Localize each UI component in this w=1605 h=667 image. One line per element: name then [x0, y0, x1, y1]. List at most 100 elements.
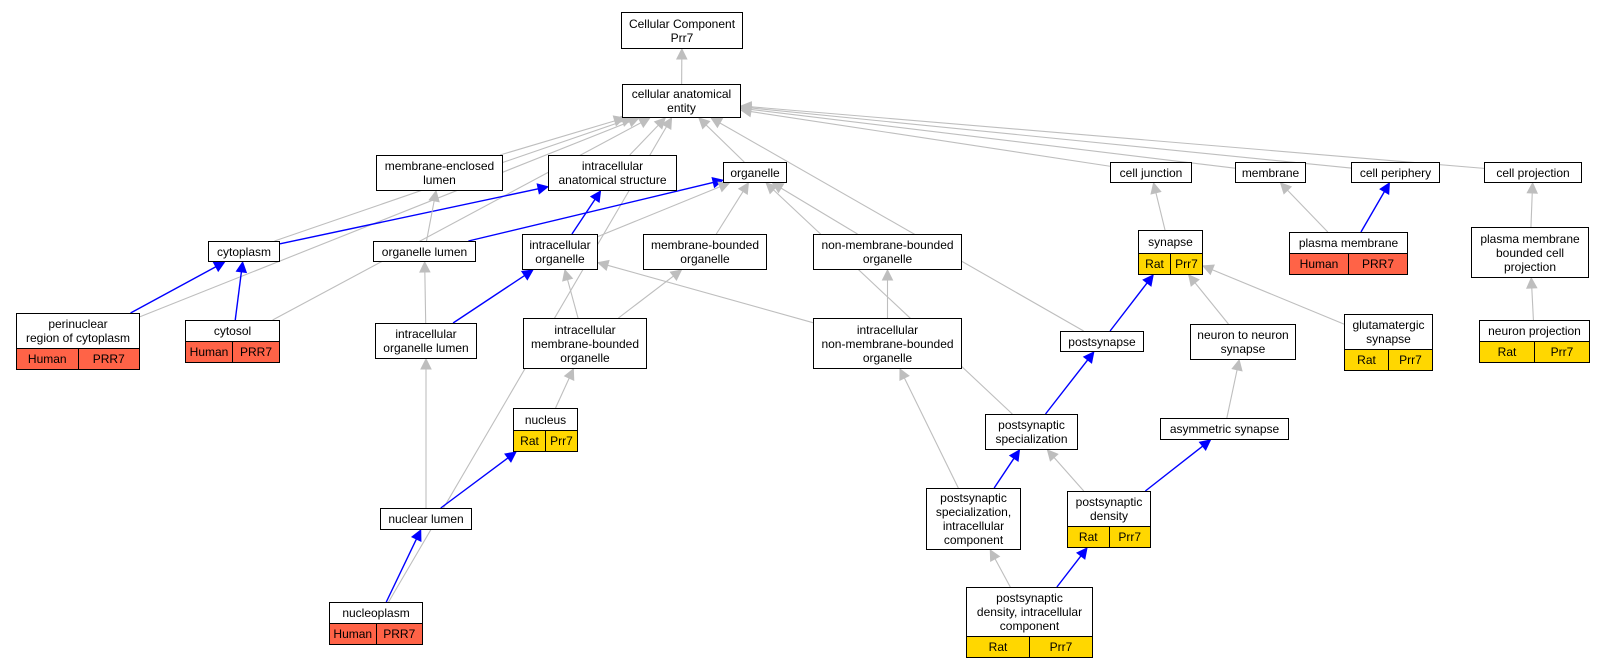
edge-cytosol-to-cyto — [234, 271, 243, 321]
species-label: Rat — [988, 640, 1008, 654]
arrowhead-imbo-to-mbo — [669, 269, 683, 281]
arrowhead-cyto-to-ias — [536, 183, 550, 195]
node-membrane-enclosed-lumen[interactable]: membrane-enclosed lumen — [376, 155, 503, 191]
edge-cj-to-cae — [750, 111, 1111, 167]
node-label: Cellular Component Prr7 — [628, 16, 736, 45]
node-cellular-anatomical-entity[interactable]: cellular anatomical entity — [622, 84, 741, 118]
arrowhead-pmbcp-to-cproj — [1526, 181, 1539, 194]
edge-prc-to-cae — [139, 121, 630, 318]
node-postsynaptic-density-intracellular-component[interactable]: postsynaptic density, intracellular comp… — [966, 587, 1093, 658]
arrowhead-prc-to-cyto — [212, 261, 226, 273]
arrowhead-cae-to-root — [675, 47, 688, 60]
edge-nmbo-to-org — [780, 187, 858, 235]
node-cellular-component[interactable]: Cellular Component Prr7 — [621, 12, 743, 49]
node-label: cell periphery — [1359, 165, 1432, 180]
gene-label: Prr7 — [1534, 342, 1589, 362]
node-plasma-membrane-bounded-cell-projection[interactable]: plasma membrane bounded cell projection — [1471, 227, 1589, 278]
node-intracellular-anatomical-structure[interactable]: intracellular anatomical structure — [548, 155, 677, 191]
edge-olum-to-org — [468, 181, 714, 242]
node-cell-junction[interactable]: cell junction — [1110, 162, 1192, 183]
species-label: Human — [27, 352, 67, 366]
arrowhead-np-to-nl — [410, 528, 422, 542]
edge-gsyn-to-syn — [1212, 269, 1345, 325]
node-intracellular-non-membrane-bounded-organelle[interactable]: intracellular non-membrane-bounded organ… — [813, 318, 962, 369]
species-label: Rat — [1145, 257, 1164, 271]
node-postsynapse[interactable]: postsynapse — [1060, 331, 1144, 352]
arrowhead-nl-to-iol — [420, 357, 432, 370]
edge-psyn-to-cae — [719, 122, 1084, 332]
node-perinuclear-region-of-cytoplasm[interactable]: perinuclear region of cytoplasm Human PRR… — [16, 313, 140, 370]
node-label: synapse — [1148, 235, 1193, 249]
edge-cyto-to-ias — [279, 188, 539, 245]
node-neuron-to-neuron-synapse[interactable]: neuron to neuron synapse — [1190, 324, 1296, 360]
species-label: Human — [333, 627, 373, 641]
node-membrane[interactable]: membrane — [1235, 162, 1306, 183]
node-nuclear-lumen[interactable]: nuclear lumen — [380, 508, 472, 530]
node-cell-periphery[interactable]: cell periphery — [1351, 162, 1440, 183]
edge-cytosol-to-cae — [272, 122, 642, 321]
node-label: neuron projection — [1488, 324, 1581, 338]
edge-iorg-to-ias — [571, 198, 596, 235]
node-membrane-bounded-organelle[interactable]: membrane-bounded organelle — [643, 234, 767, 270]
node-postsynaptic-specialization-intracellular-component[interactable]: postsynaptic specialization, intracellul… — [926, 488, 1021, 550]
node-cell-projection[interactable]: cell projection — [1484, 162, 1582, 183]
gene-label: PRR7 — [1348, 254, 1407, 274]
arrowhead-iorg-to-org — [717, 181, 731, 193]
gene-label: PRR7 — [77, 349, 140, 369]
node-asymmetric-synapse[interactable]: asymmetric synapse — [1160, 418, 1289, 440]
node-intracellular-membrane-bounded-organelle[interactable]: intracellular membrane-bounded organelle — [523, 318, 647, 369]
node-label: cell junction — [1119, 165, 1183, 180]
edge-olum-to-mel — [425, 200, 435, 242]
node-non-membrane-bounded-organelle[interactable]: non-membrane-bounded organelle — [813, 234, 962, 270]
node-organelle[interactable]: organelle — [723, 162, 787, 183]
node-organelle-lumen[interactable]: organelle lumen — [373, 241, 476, 262]
node-cytoplasm[interactable]: cytoplasm — [208, 241, 280, 262]
arrowhead-cproj-to-cae — [739, 101, 752, 113]
edge-pss-to-psyn — [1044, 359, 1089, 415]
node-label: plasma membrane — [1298, 236, 1399, 250]
edge-iorg-to-org — [597, 186, 721, 238]
node-intracellular-organelle-lumen[interactable]: intracellular organelle lumen — [375, 323, 477, 359]
gene-label: PRR7 — [232, 342, 279, 362]
edge-psd-to-pss — [1053, 457, 1085, 492]
edge-mbo-to-org — [715, 191, 744, 235]
edge-psyn-to-syn — [1109, 282, 1148, 332]
node-label: postsynaptic specialization — [995, 418, 1068, 446]
node-label: intracellular anatomical structure — [558, 159, 667, 187]
gene-label: Prr7 — [1108, 527, 1151, 547]
edge-imbo-to-iorg — [567, 279, 579, 319]
species-label: Rat — [1078, 530, 1098, 544]
arrowhead-psyn-to-cae — [710, 117, 724, 129]
node-postsynaptic-specialization[interactable]: postsynaptic specialization — [985, 414, 1078, 450]
gene-label: Prr7 — [545, 431, 577, 451]
node-postsynaptic-density[interactable]: postsynaptic density Rat Prr7 — [1067, 491, 1151, 548]
node-label: plasma membrane bounded cell projection — [1480, 231, 1580, 274]
edge-psd-to-asyn — [1144, 445, 1204, 492]
node-label: perinuclear region of cytoplasm — [25, 317, 131, 345]
annotation-row: Human PRR7 — [17, 348, 139, 369]
arrowhead-cytosol-to-cyto — [235, 260, 248, 274]
edge-n2n-to-syn — [1194, 282, 1229, 325]
edge-nproj-to-pmbcp — [1531, 287, 1534, 321]
node-label: postsynaptic specialization, intracellul… — [935, 491, 1012, 547]
node-label: cellular anatomical entity — [631, 87, 732, 115]
edge-nuc-to-imbo — [555, 377, 570, 409]
node-label: organelle — [730, 165, 780, 180]
arrowhead-inmbo-to-nmbo — [881, 268, 894, 281]
edge-mem-to-cae — [750, 108, 1236, 169]
node-label: postsynaptic density — [1075, 495, 1143, 523]
node-label: organelle lumen — [381, 244, 468, 259]
arrowhead-imbo-to-iorg — [562, 268, 574, 282]
node-intracellular-organelle[interactable]: intracellular organelle — [522, 234, 598, 270]
